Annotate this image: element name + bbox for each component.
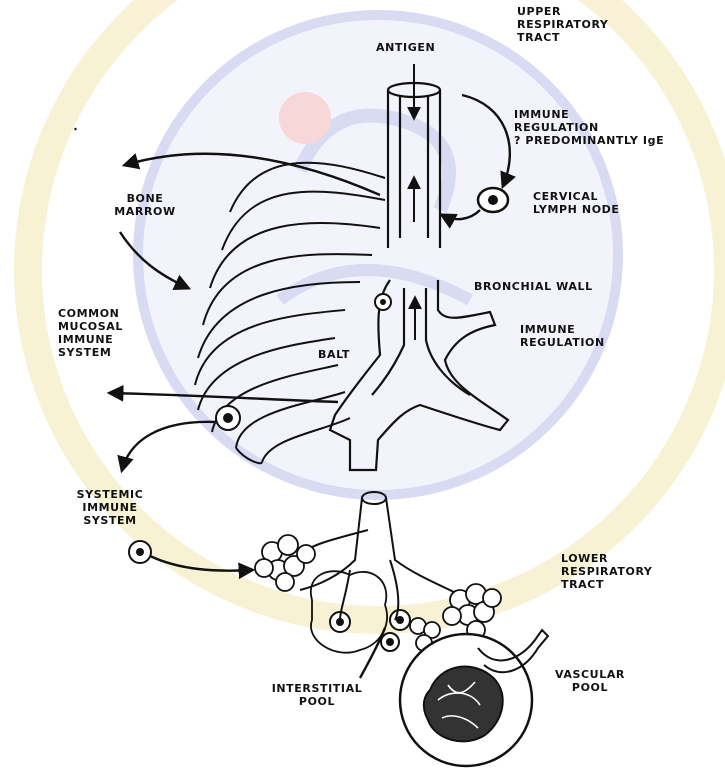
lower-respiratory-tract-label: LOWER RESPIRATORY TRACT	[561, 552, 652, 591]
interstitial-pool-line-1: INTERSTITIAL	[262, 682, 372, 695]
systemic-line-1: SYSTEMIC	[55, 488, 165, 501]
upper-tract-line-3: TRACT	[517, 31, 608, 44]
lower-tract-line-2: RESPIRATORY	[561, 565, 652, 578]
cervical-node-line-1: CERVICAL	[533, 190, 620, 203]
upper-tract-line-2: RESPIRATORY	[517, 18, 608, 31]
lower-tract-line-3: TRACT	[561, 578, 652, 591]
cervical-lymph-node-label: CERVICAL LYMPH NODE	[533, 190, 620, 216]
upper-tract-line-1: UPPER	[517, 5, 608, 18]
common-mucosal-line-4: SYSTEM	[58, 346, 123, 359]
bone-marrow-label: BONE MARROW	[100, 192, 190, 218]
bronchial-wall-label: BRONCHIAL WALL	[474, 280, 593, 293]
immune-regulation-upper-line-2: REGULATION	[514, 121, 664, 134]
vascular-pool	[400, 630, 548, 766]
cervical-node-line-2: LYMPH NODE	[533, 203, 620, 216]
bone-marrow-line-1: BONE	[100, 192, 190, 205]
systemic-line-2: IMMUNE	[55, 501, 165, 514]
antigen-label: ANTIGEN	[376, 41, 435, 54]
immune-regulation-upper-line-3: ? PREDOMINANTLY IgE	[514, 134, 664, 147]
immune-regulation-lower-line-2: REGULATION	[520, 336, 605, 349]
common-mucosal-line-1: COMMON	[58, 307, 123, 320]
upper-respiratory-tract-label: UPPER RESPIRATORY TRACT	[517, 5, 608, 44]
lower-respiratory-tract	[300, 492, 460, 620]
systemic-line-3: SYSTEM	[55, 514, 165, 527]
immune-regulation-upper-line-1: IMMUNE	[514, 108, 664, 121]
systemic-immune-system-label: SYSTEMIC IMMUNE SYSTEM	[55, 488, 165, 527]
lower-tract-line-1: LOWER	[561, 552, 652, 565]
immune-regulation-lower-line-1: IMMUNE	[520, 323, 605, 336]
watermark-seal	[28, 0, 725, 620]
stray-mark	[75, 128, 76, 130]
common-mucosal-immune-system-label: COMMON MUCOSAL IMMUNE SYSTEM	[58, 307, 123, 359]
common-mucosal-line-2: MUCOSAL	[58, 320, 123, 333]
common-mucosal-line-3: IMMUNE	[58, 333, 123, 346]
balt-label: BALT	[318, 348, 350, 361]
interstitial-pool-label: INTERSTITIAL POOL	[262, 682, 372, 708]
immune-regulation-lower-label: IMMUNE REGULATION	[520, 323, 605, 349]
vascular-pool-label: VASCULAR POOL	[540, 668, 640, 694]
vascular-pool-line-1: VASCULAR	[540, 668, 640, 681]
interstitial-pool-line-2: POOL	[262, 695, 372, 708]
vascular-pool-line-2: POOL	[540, 681, 640, 694]
bone-marrow-line-2: MARROW	[100, 205, 190, 218]
immune-regulation-upper-label: IMMUNE REGULATION ? PREDOMINANTLY IgE	[514, 108, 664, 147]
